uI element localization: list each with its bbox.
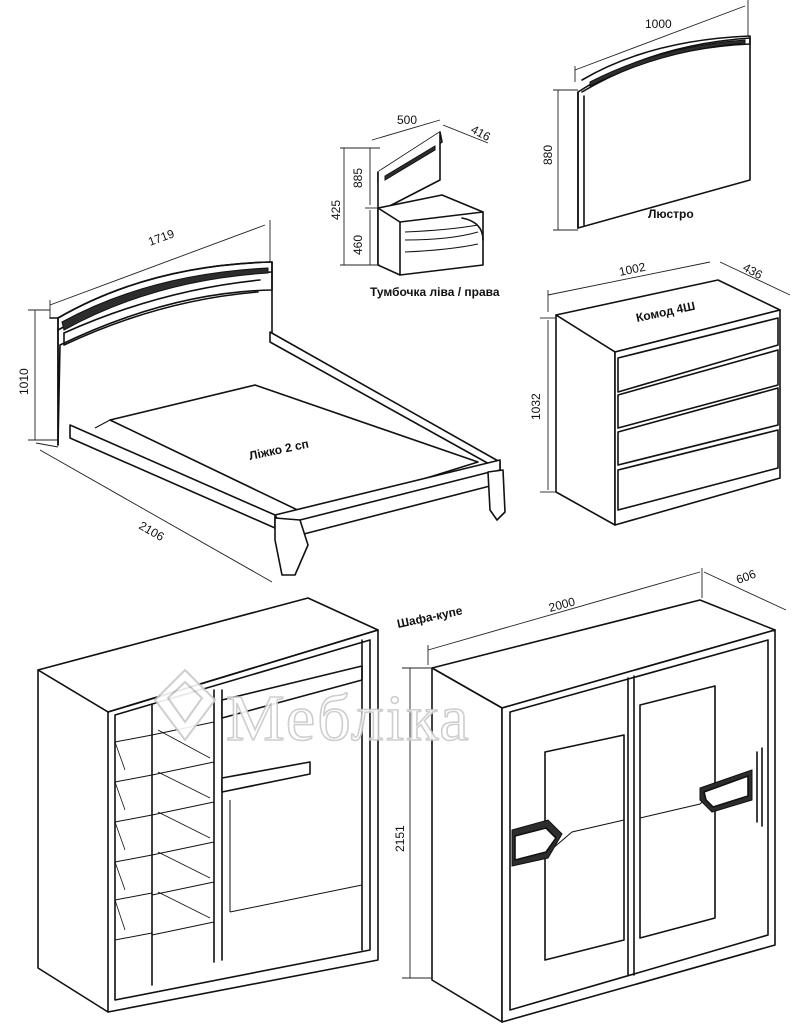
nightstand-upper-height-value: 425 (329, 200, 343, 220)
nightstand-total-height-value: 885 (351, 168, 365, 188)
mirror-label: Люстро (648, 207, 694, 221)
dresser-depth-value: 436 (741, 260, 766, 282)
wardrobe-height-value: 2151 (393, 825, 407, 852)
bed-height-value: 1010 (17, 368, 31, 395)
brand-watermark-text: Мебліка (226, 682, 471, 755)
wardrobe-label: Шафа-купе (396, 603, 464, 631)
bed-length-value: 2106 (137, 518, 167, 544)
nightstand-drawing: 500 416 885 425 460 Тумбочка ліва / прав… (329, 113, 500, 299)
bed-label: Ліжко 2 сп (248, 437, 310, 463)
nightstand-depth-value: 416 (469, 122, 494, 144)
dresser-drawing: 1002 436 1032 Комод 4Ш (529, 260, 791, 526)
mirror-width-value: 1000 (645, 17, 672, 31)
bed-drawing: 1719 1010 2106 Ліжко 2 сп (17, 220, 506, 583)
wardrobe-open-drawing (37, 597, 379, 1013)
nightstand-width-value: 500 (397, 113, 417, 127)
mirror-height-value: 880 (541, 145, 555, 165)
wardrobe-width-value: 2000 (547, 594, 577, 615)
dresser-height-value: 1032 (529, 393, 543, 420)
nightstand-label: Тумбочка ліва / права (370, 285, 500, 299)
brand-logo-icon (153, 668, 217, 742)
dresser-width-value: 1002 (618, 260, 647, 279)
brand-watermark: Мебліка (153, 668, 471, 756)
mirror-drawing: 1000 880 Люстро (541, 0, 751, 231)
bed-width-value: 1719 (146, 226, 176, 248)
nightstand-lower-height-value: 460 (351, 235, 365, 255)
wardrobe-closed-drawing: 2000 606 2151 Шафа-купе (393, 567, 787, 1023)
wardrobe-depth-value: 606 (734, 567, 758, 587)
